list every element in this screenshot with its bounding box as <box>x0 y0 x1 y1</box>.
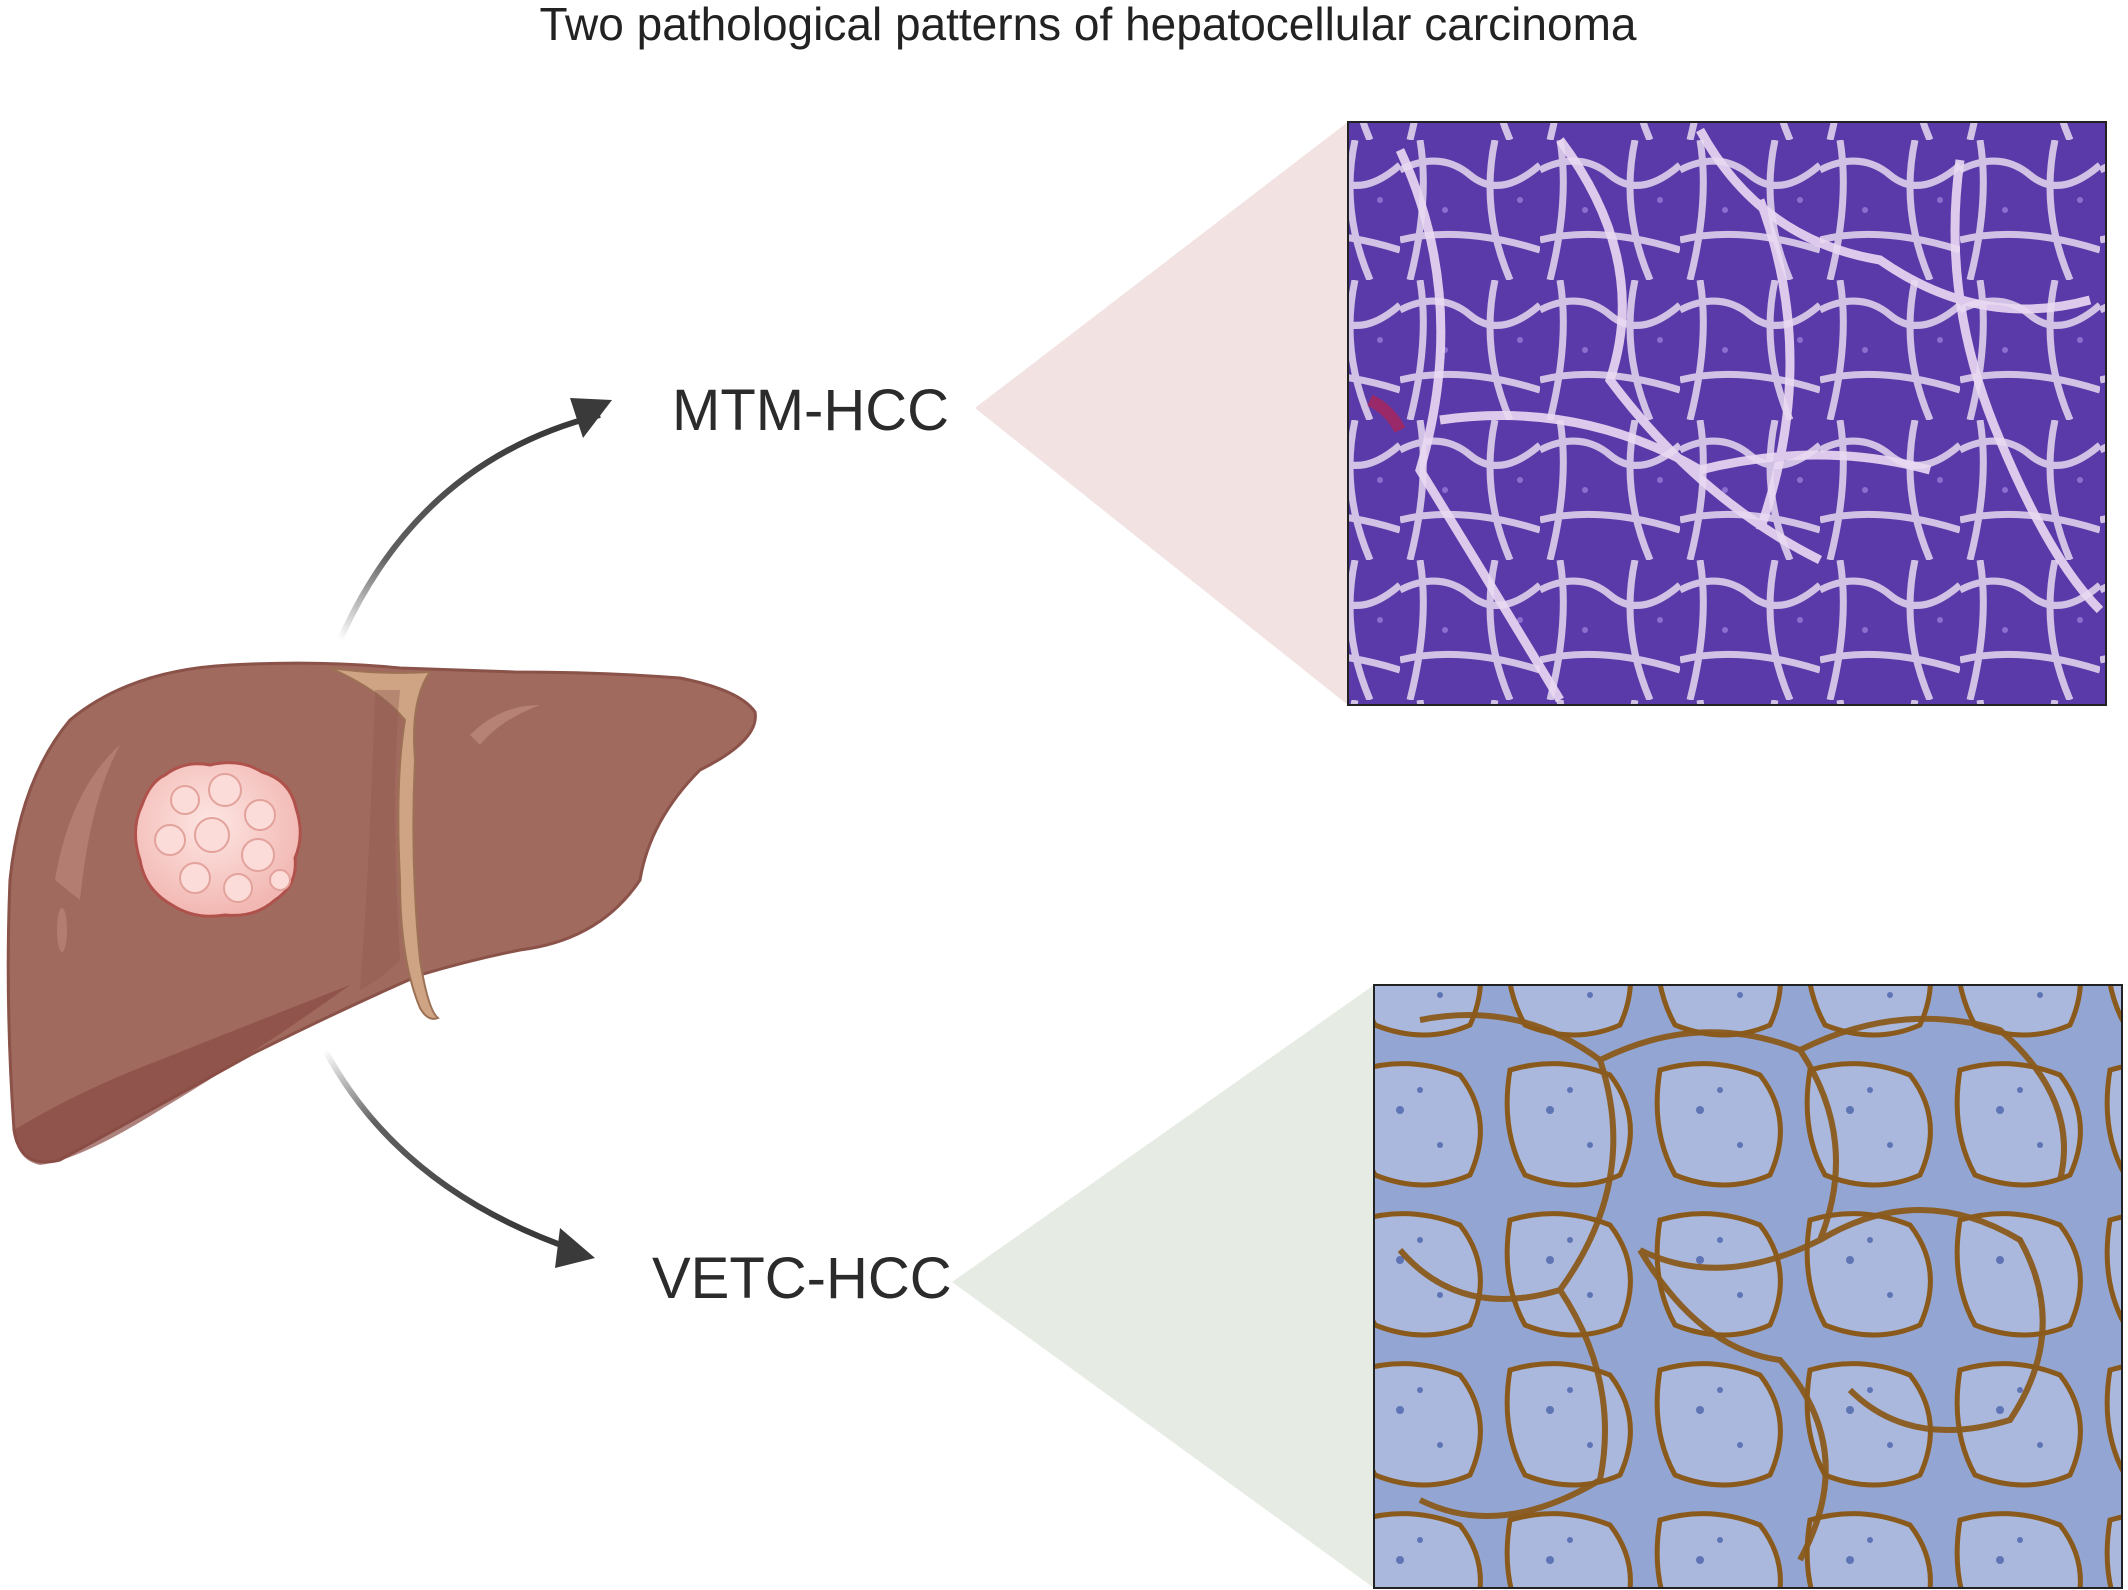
mtm-hcc-histology-image <box>1347 121 2107 706</box>
liver-illustration <box>6 661 757 1165</box>
vetc-hcc-label: VETC-HCC <box>652 1246 952 1311</box>
vetc-hcc-histology-image <box>1373 984 2123 1589</box>
arrow-to-vetc-icon <box>322 1048 576 1253</box>
mtm-hcc-label: MTM-HCC <box>672 378 949 443</box>
figure-title: Two pathological patterns of hepatocellu… <box>540 0 1637 50</box>
arrow-to-mtm-icon <box>337 412 601 642</box>
vetc-zoom-wedge <box>952 985 1374 1588</box>
arrow-head-vetc-icon <box>555 1228 595 1268</box>
mtm-zoom-wedge <box>975 122 1348 705</box>
arrow-head-mtm-icon <box>570 398 612 438</box>
